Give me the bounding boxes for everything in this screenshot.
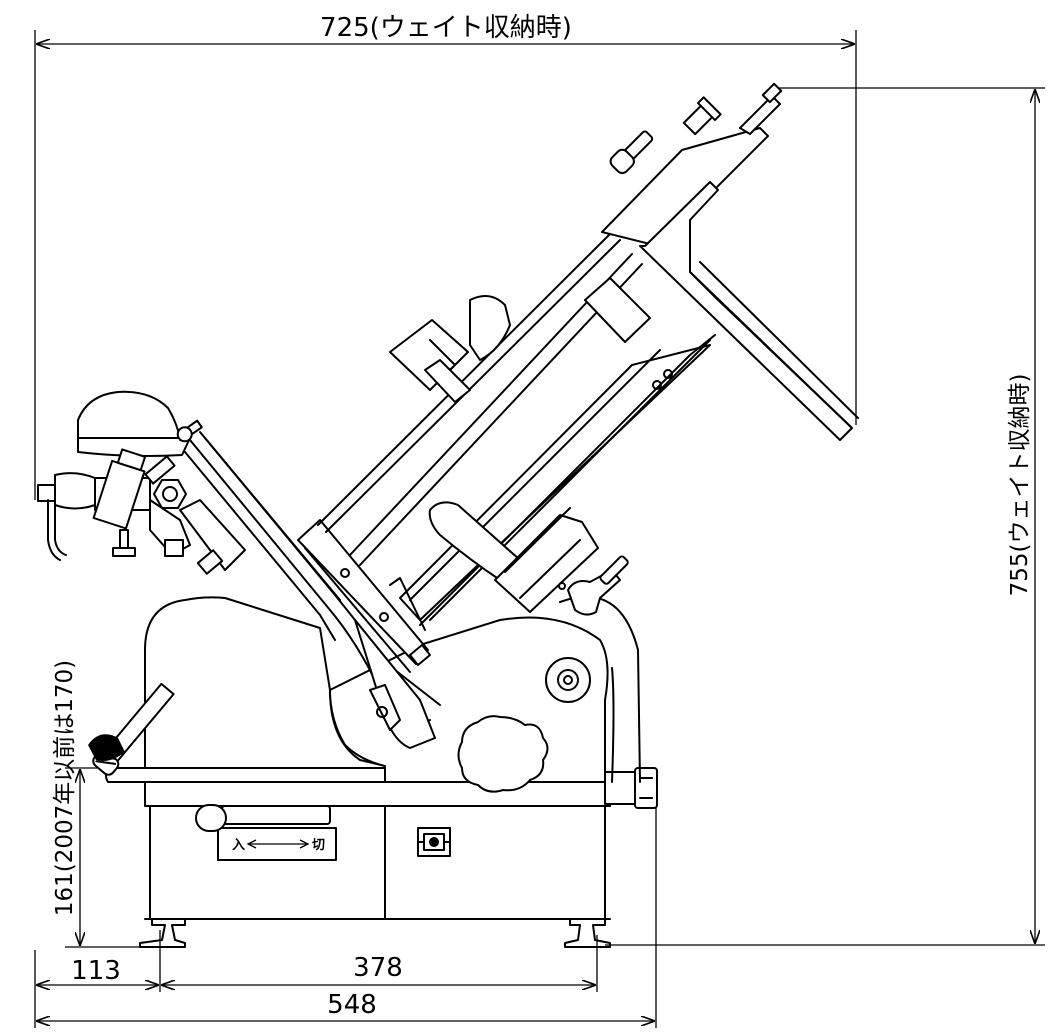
blade-guard (37, 390, 246, 575)
dimension-lines: 725(ウェイト収納時) 755(ウェイト収納時) 161(2007年以前は17… (34, 13, 1045, 1028)
carriage-table (105, 767, 386, 783)
pivot-hub (545, 657, 591, 703)
rear-foot (564, 918, 611, 948)
feed-column (317, 82, 859, 631)
front-foot (139, 918, 186, 948)
switch-lever-knob (195, 804, 227, 832)
switch-off-label: 切 (312, 838, 325, 853)
rear-bolt (604, 767, 658, 809)
dim-overall-width-label: 725(ウェイト収納時) (320, 13, 572, 43)
safety-mark-icon (417, 827, 451, 857)
dim-base-width-label: 548 (327, 990, 377, 1020)
slicing-carriage (176, 419, 441, 749)
dim-overall-height-label: 755(ウェイト収納時) (1007, 374, 1033, 597)
dim-front-offset-label: 113 (71, 956, 121, 986)
machine-body (88, 595, 641, 793)
dim-table-height-label: 161(2007年以前は170) (52, 660, 78, 916)
side-brackets (389, 295, 629, 616)
dim-foot-span-label: 378 (353, 953, 403, 983)
power-switch: 入 切 (195, 804, 337, 861)
thickness-knob (457, 715, 549, 793)
switch-on-label: 入 (232, 838, 245, 853)
